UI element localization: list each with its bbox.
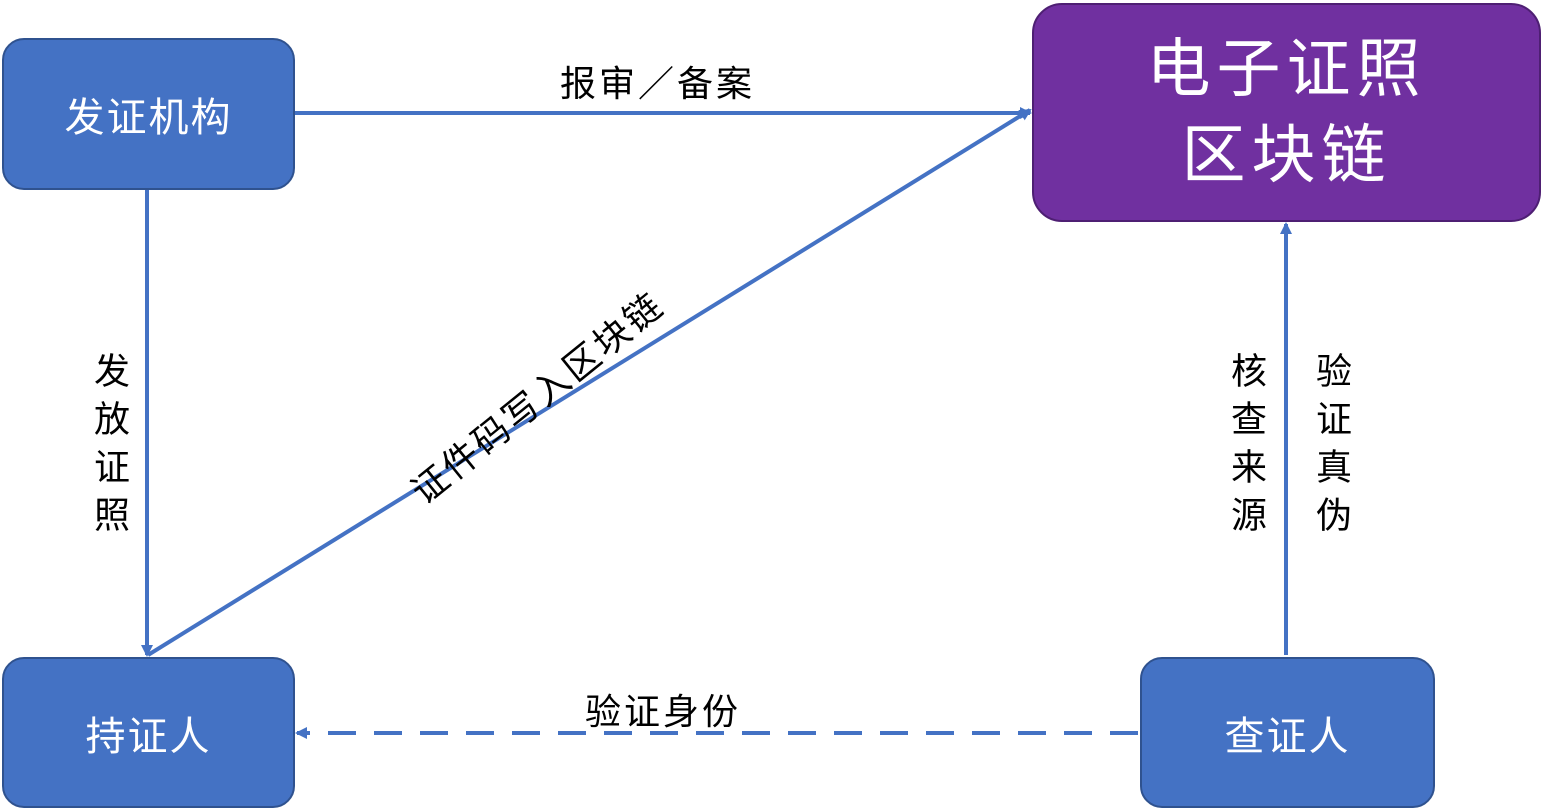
issuer-node: 发证机构 (2, 38, 295, 190)
edge-label-verify-identity: 验证身份 (585, 692, 742, 733)
blockchain-title-line-1: 电子证照 (1146, 32, 1427, 107)
blockchain-title-line-2: 区块链 (1181, 118, 1392, 193)
edge-label-verify-authenticity: 验证真伪 (1310, 352, 1351, 544)
holder-node: 持证人 (2, 657, 295, 808)
edge-label-report: 报审／备案 (560, 64, 756, 105)
edge-label-issue: 发放证照 (88, 352, 129, 544)
verifier-node: 查证人 (1140, 657, 1435, 808)
arrow-holder-to-blockchain (146, 108, 1032, 657)
holder-label: 持证人 (85, 713, 212, 760)
blockchain-node: 电子证照 区块链 (1032, 3, 1541, 222)
issuer-label: 发证机构 (64, 95, 233, 141)
edge-label-check-source: 核查来源 (1225, 352, 1266, 544)
verifier-label: 查证人 (1224, 713, 1351, 760)
